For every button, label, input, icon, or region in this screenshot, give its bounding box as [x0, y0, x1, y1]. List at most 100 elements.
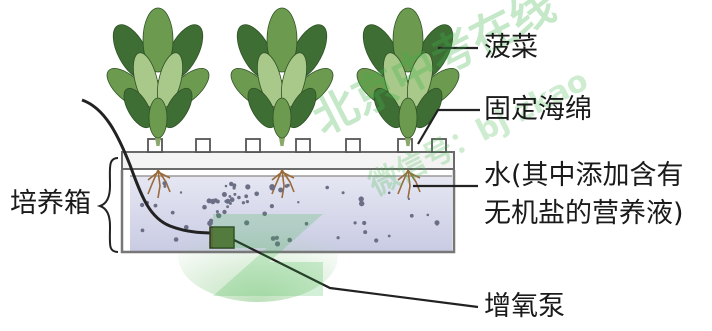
label-water-line2: 无机盐的营养液): [484, 198, 684, 229]
bubble: [224, 199, 228, 203]
leader-pump: [233, 239, 479, 309]
bubble: [215, 210, 219, 214]
bubble: [221, 192, 227, 197]
bubble: [254, 191, 259, 197]
bubble: [237, 195, 241, 200]
label-water-line1: 水(其中添加含有: [484, 160, 684, 191]
label-sponge: 固定海绵: [484, 94, 592, 125]
bubble: [353, 221, 357, 225]
bubble: [270, 236, 276, 241]
spinach-leaf: [148, 97, 168, 139]
float-board: [121, 151, 455, 170]
bubble: [232, 186, 236, 190]
bubble: [362, 220, 367, 226]
spinach-leaf: [392, 7, 424, 73]
bubble: [213, 198, 218, 203]
bubble: [162, 181, 167, 186]
cultivation-box: [81, 98, 456, 302]
sponge-tab: [431, 138, 447, 153]
bubble: [269, 204, 274, 209]
spinach-leaf: [266, 7, 298, 73]
spinach-leaf: [272, 97, 292, 139]
sponge-tab: [345, 138, 361, 153]
spinach-leaf: [142, 7, 174, 73]
bubble: [140, 228, 145, 233]
bubble: [363, 230, 368, 235]
bubble: [229, 197, 235, 203]
air-bubbles: [140, 181, 440, 247]
bubble: [297, 201, 300, 204]
bubble: [336, 236, 340, 240]
bubble: [179, 191, 183, 194]
bubble: [153, 203, 158, 208]
bubble: [245, 184, 251, 190]
bubble: [325, 185, 330, 190]
spinach-leaf: [123, 87, 153, 129]
spinach-plant: [106, 7, 210, 147]
spinach-plant: [230, 7, 334, 147]
bubble: [170, 210, 175, 215]
bubble: [278, 187, 284, 193]
bubble: [304, 221, 309, 226]
label-box: 培养箱: [10, 188, 91, 219]
spinach-leaf: [247, 87, 277, 129]
bubble: [409, 213, 414, 218]
bubble: [202, 204, 207, 210]
spinach-leaf: [163, 87, 193, 129]
bubble: [222, 209, 227, 215]
spinach-leaf: [287, 87, 317, 129]
bubble: [358, 196, 364, 202]
root-cluster: [397, 169, 421, 199]
sponge-tab: [295, 138, 311, 153]
spinach-plants: [106, 7, 460, 147]
bubble: [244, 194, 249, 199]
bubble: [244, 220, 250, 226]
bubble: [269, 184, 275, 190]
bubble: [341, 191, 345, 195]
bubble: [359, 200, 365, 207]
bubble: [233, 192, 237, 196]
bubble: [245, 200, 249, 204]
root-cluster: [271, 169, 295, 199]
bubble: [387, 234, 391, 238]
sponge-tabs: [147, 138, 447, 153]
bubble: [228, 195, 232, 198]
bubble: [374, 238, 379, 243]
spinach-leaf: [398, 97, 418, 139]
bubble: [184, 225, 189, 230]
bubble: [163, 184, 167, 188]
label-pump: 增氧泵: [484, 291, 565, 322]
bubble: [229, 181, 234, 187]
air-tube: [81, 98, 217, 235]
bubble: [216, 213, 222, 219]
bubble: [274, 241, 281, 247]
bubble: [387, 191, 391, 195]
bubble: [426, 213, 430, 217]
leader-lines: [233, 46, 480, 309]
bubble: [274, 235, 279, 240]
bubble: [206, 198, 212, 204]
bubble: [209, 221, 213, 225]
sponge-tab: [245, 138, 261, 153]
bubble: [262, 211, 268, 217]
bubble: [226, 205, 230, 209]
bubble: [173, 237, 179, 242]
bubble: [435, 222, 439, 226]
bubble: [241, 201, 245, 205]
bubble: [224, 184, 228, 188]
box-walls: [120, 170, 456, 254]
bubble: [140, 202, 145, 208]
air-pump: [209, 226, 235, 249]
leader-sponge: [417, 108, 480, 145]
bubble: [284, 184, 289, 188]
sponge-tab: [195, 138, 211, 153]
water-highlight: [178, 210, 338, 302]
spinach-plant: [356, 7, 460, 147]
bubble: [407, 197, 411, 201]
spinach-leaf: [373, 87, 403, 129]
label-spinach: 菠菜: [484, 32, 538, 63]
bubble: [287, 237, 293, 243]
box-brace: [96, 157, 119, 253]
